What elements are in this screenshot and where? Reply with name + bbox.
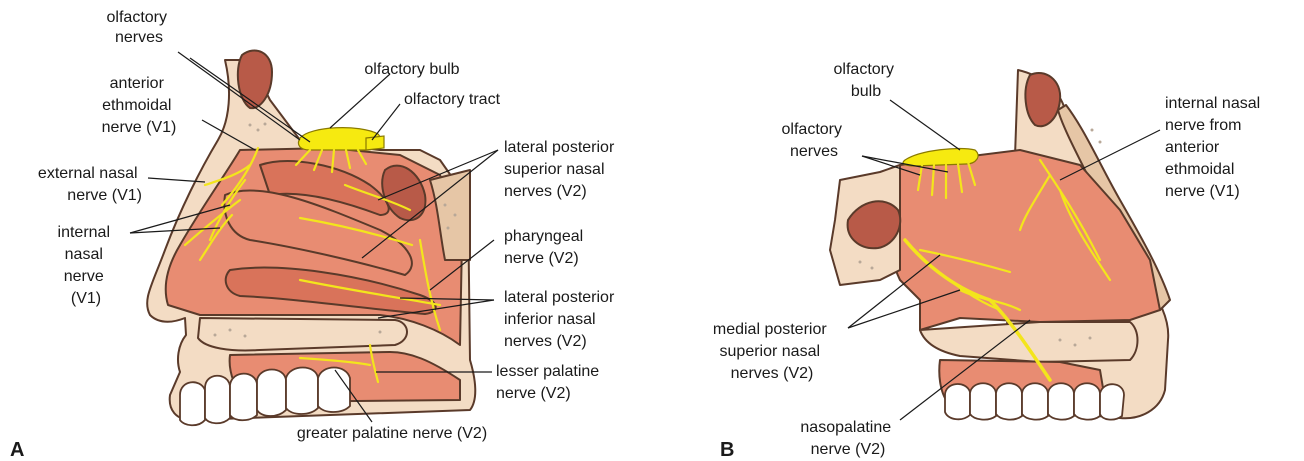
panel-a-hard-palate	[198, 318, 407, 351]
label-b-olfactory-bulb: olfactory bulb	[834, 61, 899, 100]
label-a-internal-nasal-nerve: internal nasal nerve (V1)	[58, 224, 115, 307]
panel-a-olfactory-tract	[366, 136, 384, 150]
label-b-medial-posterior-superior-nasal-nerves: medial posterior superior nasal nerves (…	[713, 321, 831, 382]
panel-b-letter: B	[720, 439, 734, 461]
label-a-olfactory-tract: olfactory tract	[404, 91, 501, 108]
panel-a-letter: A	[10, 439, 24, 461]
label-a-olfactory-bulb: olfactory bulb	[364, 61, 459, 78]
panel-b-teeth	[945, 383, 1124, 419]
panel-b-illustration	[830, 70, 1170, 420]
label-b-olfactory-nerves: olfactory nerves	[782, 121, 847, 160]
label-a-lesser-palatine-nerve: lesser palatine nerve (V2)	[496, 363, 604, 402]
panel-b-olfactory-bulb	[903, 148, 978, 166]
label-b-nasopalatine-nerve: nasopalatine nerve (V2)	[800, 419, 895, 458]
label-a-external-nasal-nerve: external nasal nerve (V1)	[38, 165, 142, 204]
label-a-greater-palatine-nerve: greater palatine nerve (V2)	[297, 425, 487, 442]
label-a-anterior-ethmoidal-nerve: anterior ethmoidal nerve (V1)	[102, 75, 177, 136]
label-a-lateral-posterior-inferior-nasal-nerves: lateral posterior inferior nasal nerves …	[504, 289, 619, 350]
label-a-olfactory-nerves: olfactory nerves	[107, 9, 172, 46]
panel-b-nasal-septum	[891, 150, 1160, 330]
panel-b-hard-palate	[920, 322, 1138, 362]
label-a-lateral-posterior-superior-nasal-nerves: lateral posterior superior nasal nerves …	[504, 139, 619, 200]
label-b-internal-nasal-nerve: internal nasal nerve from anterior ethmo…	[1165, 95, 1265, 200]
label-a-pharyngeal-nerve: pharyngeal nerve (V2)	[504, 228, 588, 267]
